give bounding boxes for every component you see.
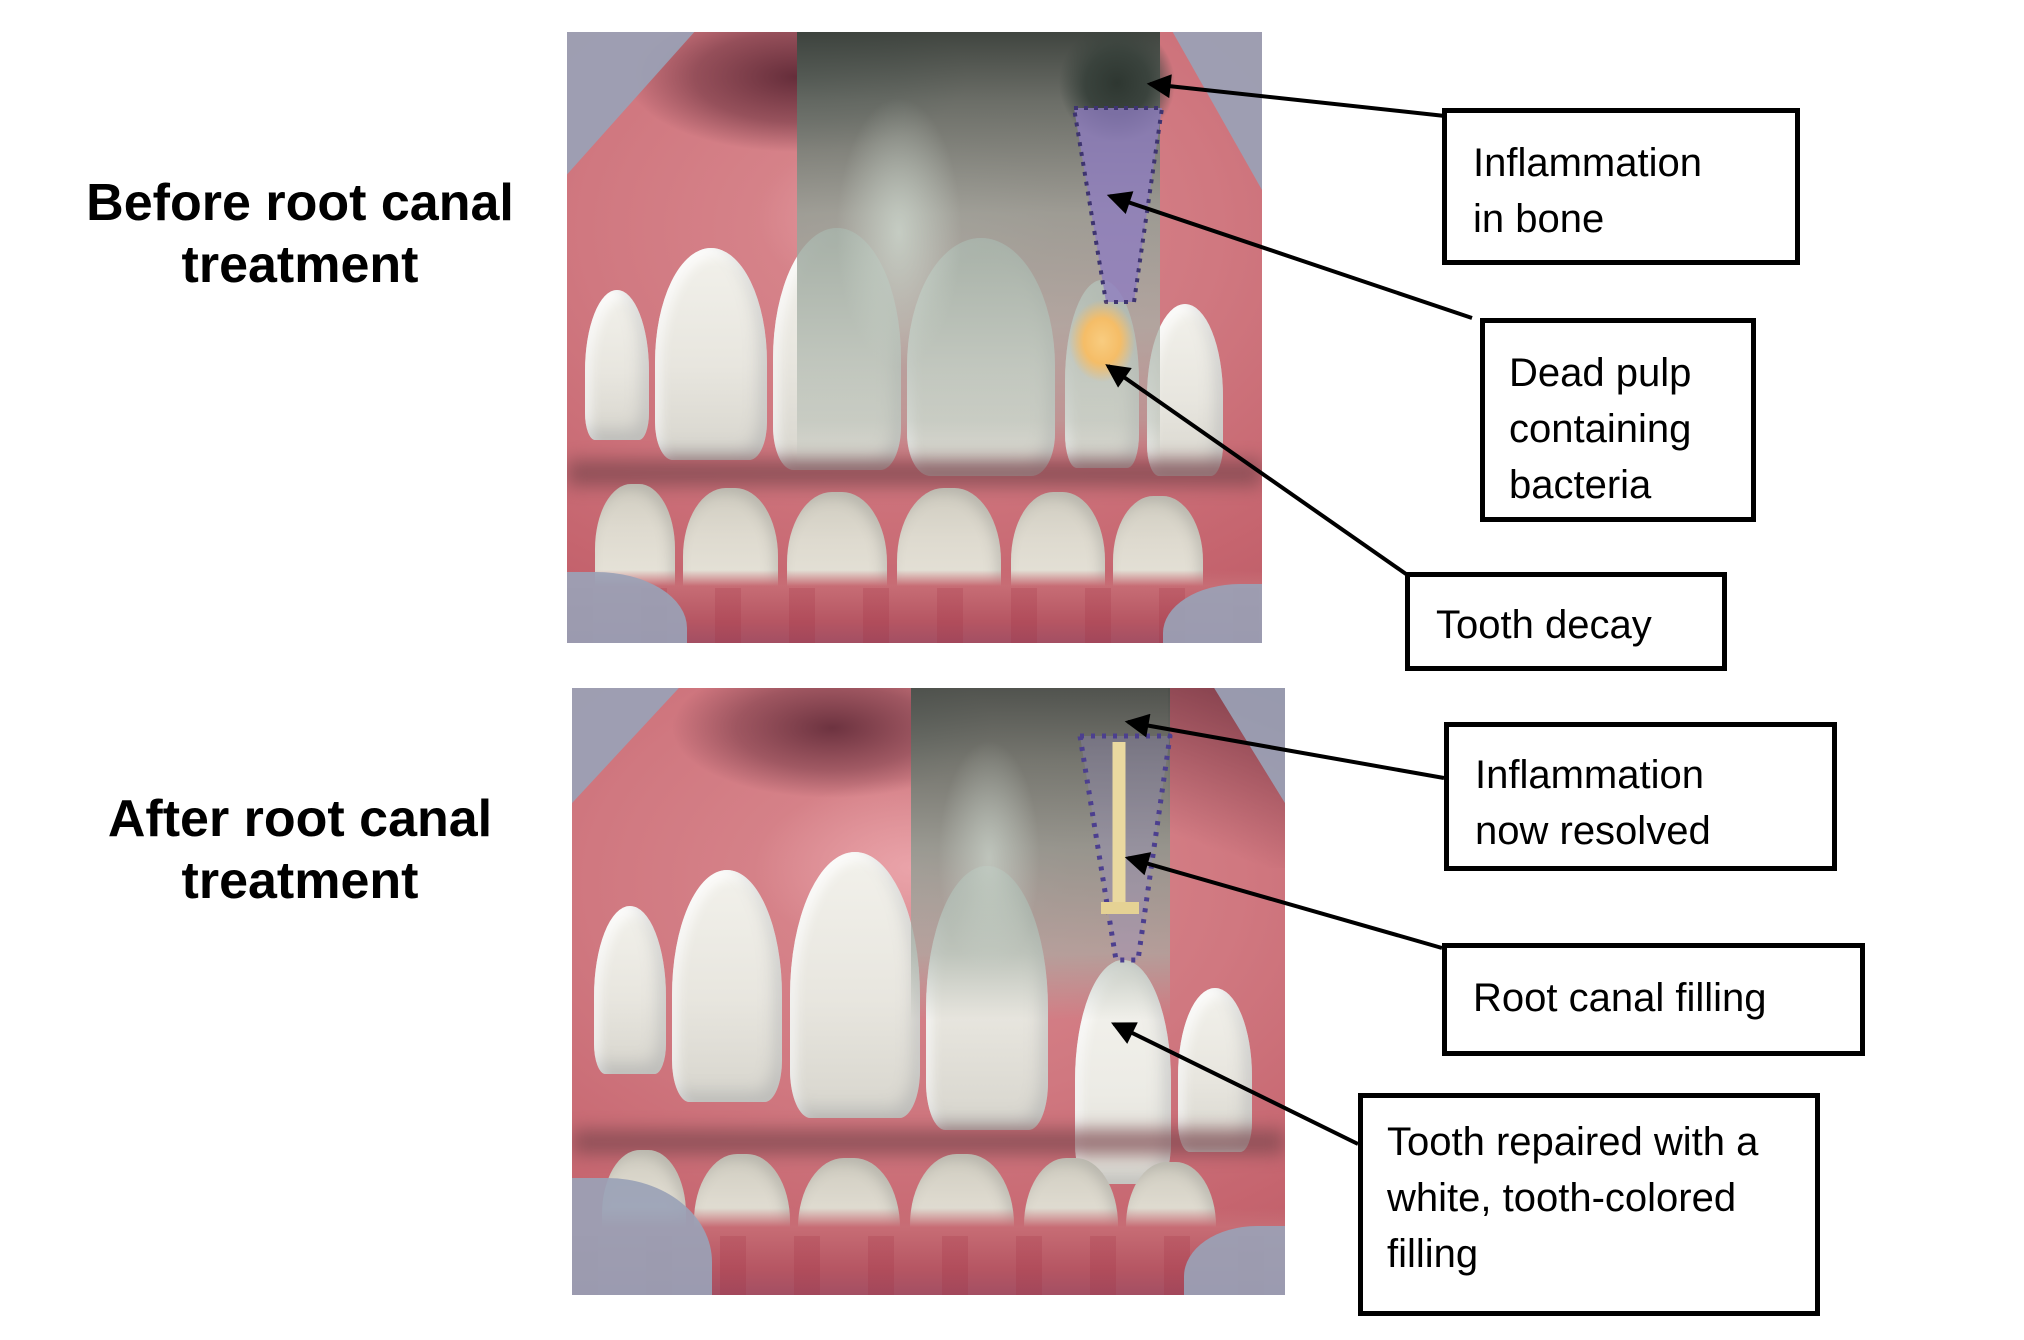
tooth — [585, 290, 649, 440]
cheek-retractor — [572, 1178, 712, 1295]
tooth — [594, 906, 666, 1074]
tooth — [790, 852, 920, 1118]
bite-shadow — [572, 1130, 1285, 1154]
cheek-retractor — [1167, 32, 1262, 190]
label-tooth-decay: Tooth decay — [1405, 572, 1727, 671]
label-inflammation-in-bone: Inflammation in bone — [1442, 108, 1800, 265]
label-root-canal-filling: Root canal filling — [1442, 943, 1865, 1056]
label-dead-pulp: Dead pulp containing bacteria — [1480, 318, 1756, 522]
before-section-title: Before root canal treatment — [86, 174, 514, 294]
tooth — [1178, 988, 1252, 1152]
cheek-retractor — [572, 688, 690, 816]
tooth — [655, 248, 767, 460]
xray-root-glow — [924, 708, 1054, 1008]
after-photo — [572, 688, 1285, 1295]
tooth-decay-spot — [1069, 300, 1135, 382]
tooth — [672, 870, 782, 1102]
after-section-title: After root canal treatment — [107, 790, 493, 910]
dead-pulp-overlay — [1072, 106, 1164, 304]
root-canal-filling-overlay — [1077, 733, 1173, 963]
before-photo — [567, 32, 1262, 643]
label-inflammation-resolved: Inflammation now resolved — [1444, 722, 1837, 871]
label-tooth-repaired: Tooth repaired with a white, tooth-color… — [1358, 1093, 1820, 1316]
xray-root-glow — [819, 60, 979, 405]
